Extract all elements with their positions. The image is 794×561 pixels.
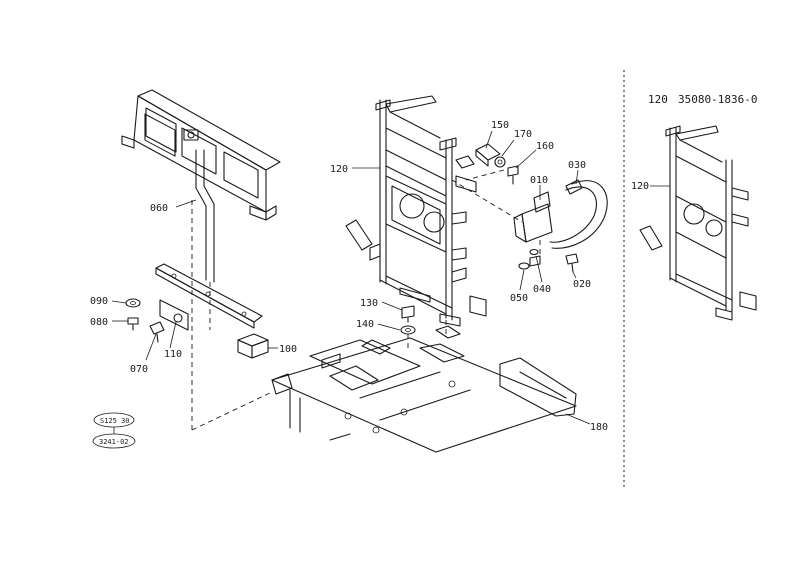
part-180-base [271, 325, 577, 453]
hardware-020-050 [518, 248, 579, 273]
header-part-number: 35080-1836-0 [678, 93, 757, 106]
stamp: S125 30 3241-02 [92, 412, 136, 449]
label-150: 150 [491, 120, 509, 131]
label-010: 010 [530, 175, 548, 186]
part-030-strap [549, 179, 608, 249]
part-120-frame [345, 95, 487, 327]
label-130: 130 [360, 298, 378, 309]
label-160: 160 [536, 141, 554, 152]
label-170: 170 [514, 129, 532, 140]
stamp-bottom-text: 3241-02 [99, 438, 129, 446]
part-110-rail [155, 263, 263, 331]
label-110: 110 [164, 349, 182, 360]
label-070: 070 [130, 364, 148, 375]
header-qty: 120 [648, 93, 668, 106]
label-140: 140 [356, 319, 374, 330]
label-100: 100 [279, 344, 297, 355]
stamp-top-text: S125 30 [100, 417, 130, 425]
part-010-bracket [513, 191, 553, 243]
label-120-main: 120 [330, 164, 348, 175]
label-020: 020 [573, 279, 591, 290]
inset-frame-120 [639, 125, 757, 321]
label-040: 040 [533, 284, 551, 295]
label-090: 090 [90, 296, 108, 307]
bolts-left [125, 298, 165, 343]
hardware-130-140 [400, 305, 416, 335]
label-050: 050 [510, 293, 528, 304]
assembly-lines [191, 70, 625, 490]
part-100-block [237, 333, 269, 359]
parts-150-170-160 [475, 143, 519, 185]
label-180: 180 [590, 422, 608, 433]
label-080: 080 [90, 317, 108, 328]
label-120-inset: 120 [631, 181, 649, 192]
leader-lines [111, 130, 670, 425]
label-060: 060 [150, 203, 168, 214]
part-060-bracket [121, 89, 281, 283]
label-030: 030 [568, 160, 586, 171]
